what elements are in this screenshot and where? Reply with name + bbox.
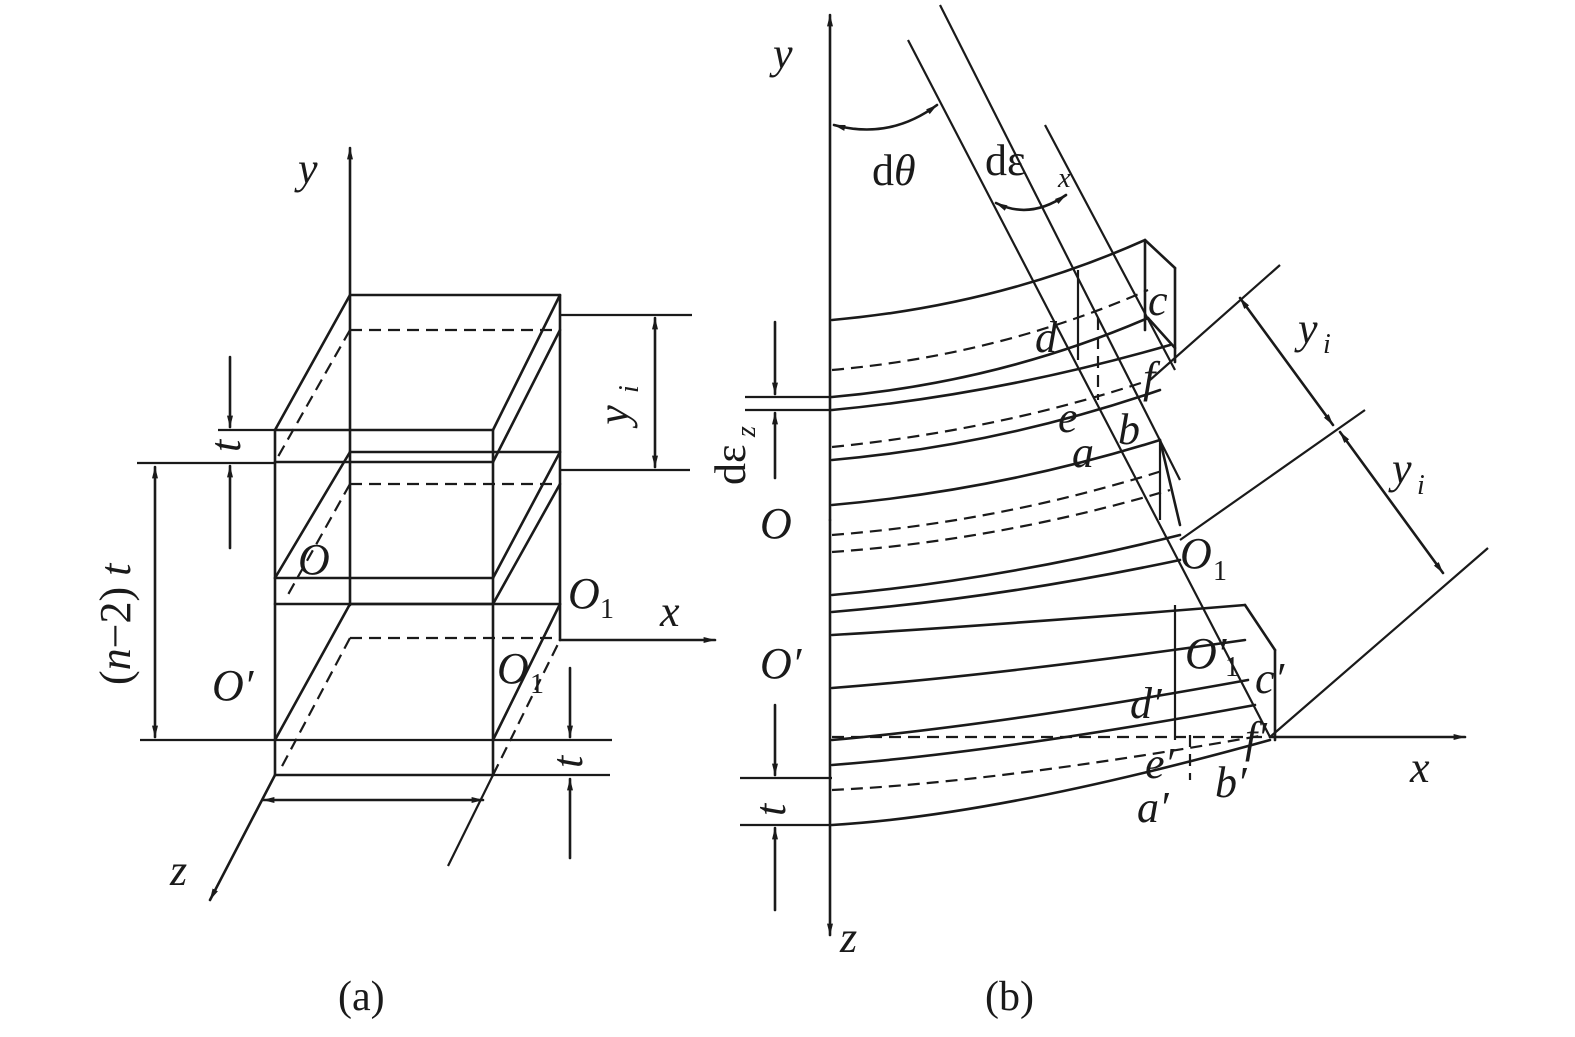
svg-text:1: 1 xyxy=(530,669,544,700)
fig-a-edge xyxy=(491,450,562,580)
fig-a-edge xyxy=(491,328,562,464)
fig-b-point-d: d xyxy=(1035,313,1058,362)
fig-b-point-aprime: a′ xyxy=(1137,783,1170,832)
svg-text:O: O xyxy=(497,644,529,693)
fig-b-point-bprime: b′ xyxy=(1215,758,1248,807)
svg-text:O′: O′ xyxy=(1185,629,1228,678)
fig-b-yi-label-1: y i xyxy=(1294,304,1331,360)
fig-b-O1prime-label: O′ 1 xyxy=(1185,629,1239,683)
fig-b-y-label: y xyxy=(769,29,793,78)
fig-b-point-cprime: c′ xyxy=(1255,654,1286,703)
svg-text:O: O xyxy=(1180,529,1212,578)
fig-b-top-plate xyxy=(830,238,1177,462)
fig-b-point-eprime: e′ xyxy=(1145,739,1176,788)
svg-text:1: 1 xyxy=(1213,556,1227,587)
fig-b-yi-dimension-1 xyxy=(1238,296,1335,427)
svg-text:dε: dε xyxy=(706,445,755,485)
fig-b-point-dprime: d′ xyxy=(1130,679,1163,728)
fig-a-t-label-bottom: t xyxy=(543,754,592,768)
fig-b-dtheta-arc xyxy=(832,103,939,131)
fig-b-Oprime-label: O′ xyxy=(760,639,803,688)
fig-b-point-b: b xyxy=(1118,405,1140,454)
fig-b-point-a: a xyxy=(1072,428,1094,477)
figure-a: y x z xyxy=(91,144,717,1020)
fig-b-t-label: t xyxy=(746,802,795,816)
fig-a-hidden-edge xyxy=(284,483,351,601)
svg-text:y: y xyxy=(1294,304,1318,353)
fig-b-z-label: z xyxy=(839,913,857,962)
fig-b-caption: (b) xyxy=(985,974,1034,1020)
svg-text:z: z xyxy=(731,426,762,438)
fig-b-point-fprime: f′ xyxy=(1245,713,1268,762)
fig-a-hidden-edge xyxy=(492,639,561,776)
fig-b-dtheta-label: dθ xyxy=(872,146,916,195)
fig-a-edge xyxy=(273,450,352,580)
fig-a-x-label: x xyxy=(659,587,680,636)
fig-a-z-label: z xyxy=(169,846,187,895)
fig-b-depsx-arc xyxy=(994,193,1068,212)
fig-a-top-plate xyxy=(273,293,562,432)
svg-text:dε: dε xyxy=(985,136,1025,185)
fig-a-t-label-top: t xyxy=(201,438,250,452)
fig-b-radial-line xyxy=(1149,264,1281,381)
fig-b-inclined-line xyxy=(1044,124,1176,371)
fig-b-point-f: f xyxy=(1143,353,1161,402)
fig-b-radial-line xyxy=(1179,409,1366,541)
fig-a-caption: (a) xyxy=(338,974,385,1020)
svg-text:y: y xyxy=(1388,444,1412,493)
fig-a-hidden-edge xyxy=(279,637,351,771)
fig-a-O-label: O xyxy=(298,535,330,584)
fig-a-yi-label: y i xyxy=(589,385,645,429)
fig-b-yi-label-2: y i xyxy=(1388,444,1425,501)
fig-a-edge xyxy=(491,602,562,742)
fig-a-O1-label: O 1 xyxy=(568,569,614,625)
fig-b-depsx-label: dε x xyxy=(985,136,1071,194)
fig-a-y-label: y xyxy=(294,144,318,193)
fig-a-O1prime-label: O 1 xyxy=(497,644,544,700)
svg-text:i: i xyxy=(1323,329,1331,360)
fig-b-middle-plate xyxy=(830,438,1247,637)
fig-b-depsz-label: dε z xyxy=(706,426,762,485)
fig-b-O-label: O xyxy=(760,499,792,548)
svg-text:O: O xyxy=(568,569,600,618)
figure-b: y z x dθ dε x xyxy=(706,4,1489,1020)
fig-b-point-c: c xyxy=(1148,276,1168,325)
fig-a-Oprime-label: O′ xyxy=(212,661,255,710)
fig-b-radial-line xyxy=(1269,547,1489,738)
svg-text:x: x xyxy=(1057,163,1071,194)
fig-b-point-e: e xyxy=(1058,393,1078,442)
svg-text:1: 1 xyxy=(1225,652,1239,683)
fig-b-yi-dimension-2 xyxy=(1338,430,1445,575)
svg-text:i: i xyxy=(614,385,645,393)
fig-b-x-label: x xyxy=(1409,743,1430,792)
fig-a-ext-line xyxy=(447,774,494,867)
fig-a-z-axis xyxy=(208,773,277,902)
fig-a-hidden-edge xyxy=(274,329,351,463)
svg-text:i: i xyxy=(1417,470,1425,501)
fig-a-height-label: (n−2) t xyxy=(91,562,140,685)
fig-b-bottom-plate xyxy=(830,603,1277,827)
svg-text:y: y xyxy=(589,405,638,429)
fig-a-edge xyxy=(273,602,352,742)
fig-b-inclined-line xyxy=(939,4,1181,481)
fig-b-O1-label: O 1 xyxy=(1180,529,1227,587)
fig-b-inclined-line xyxy=(907,39,1271,738)
fig-a-edge xyxy=(491,482,562,606)
svg-text:1: 1 xyxy=(600,594,614,625)
